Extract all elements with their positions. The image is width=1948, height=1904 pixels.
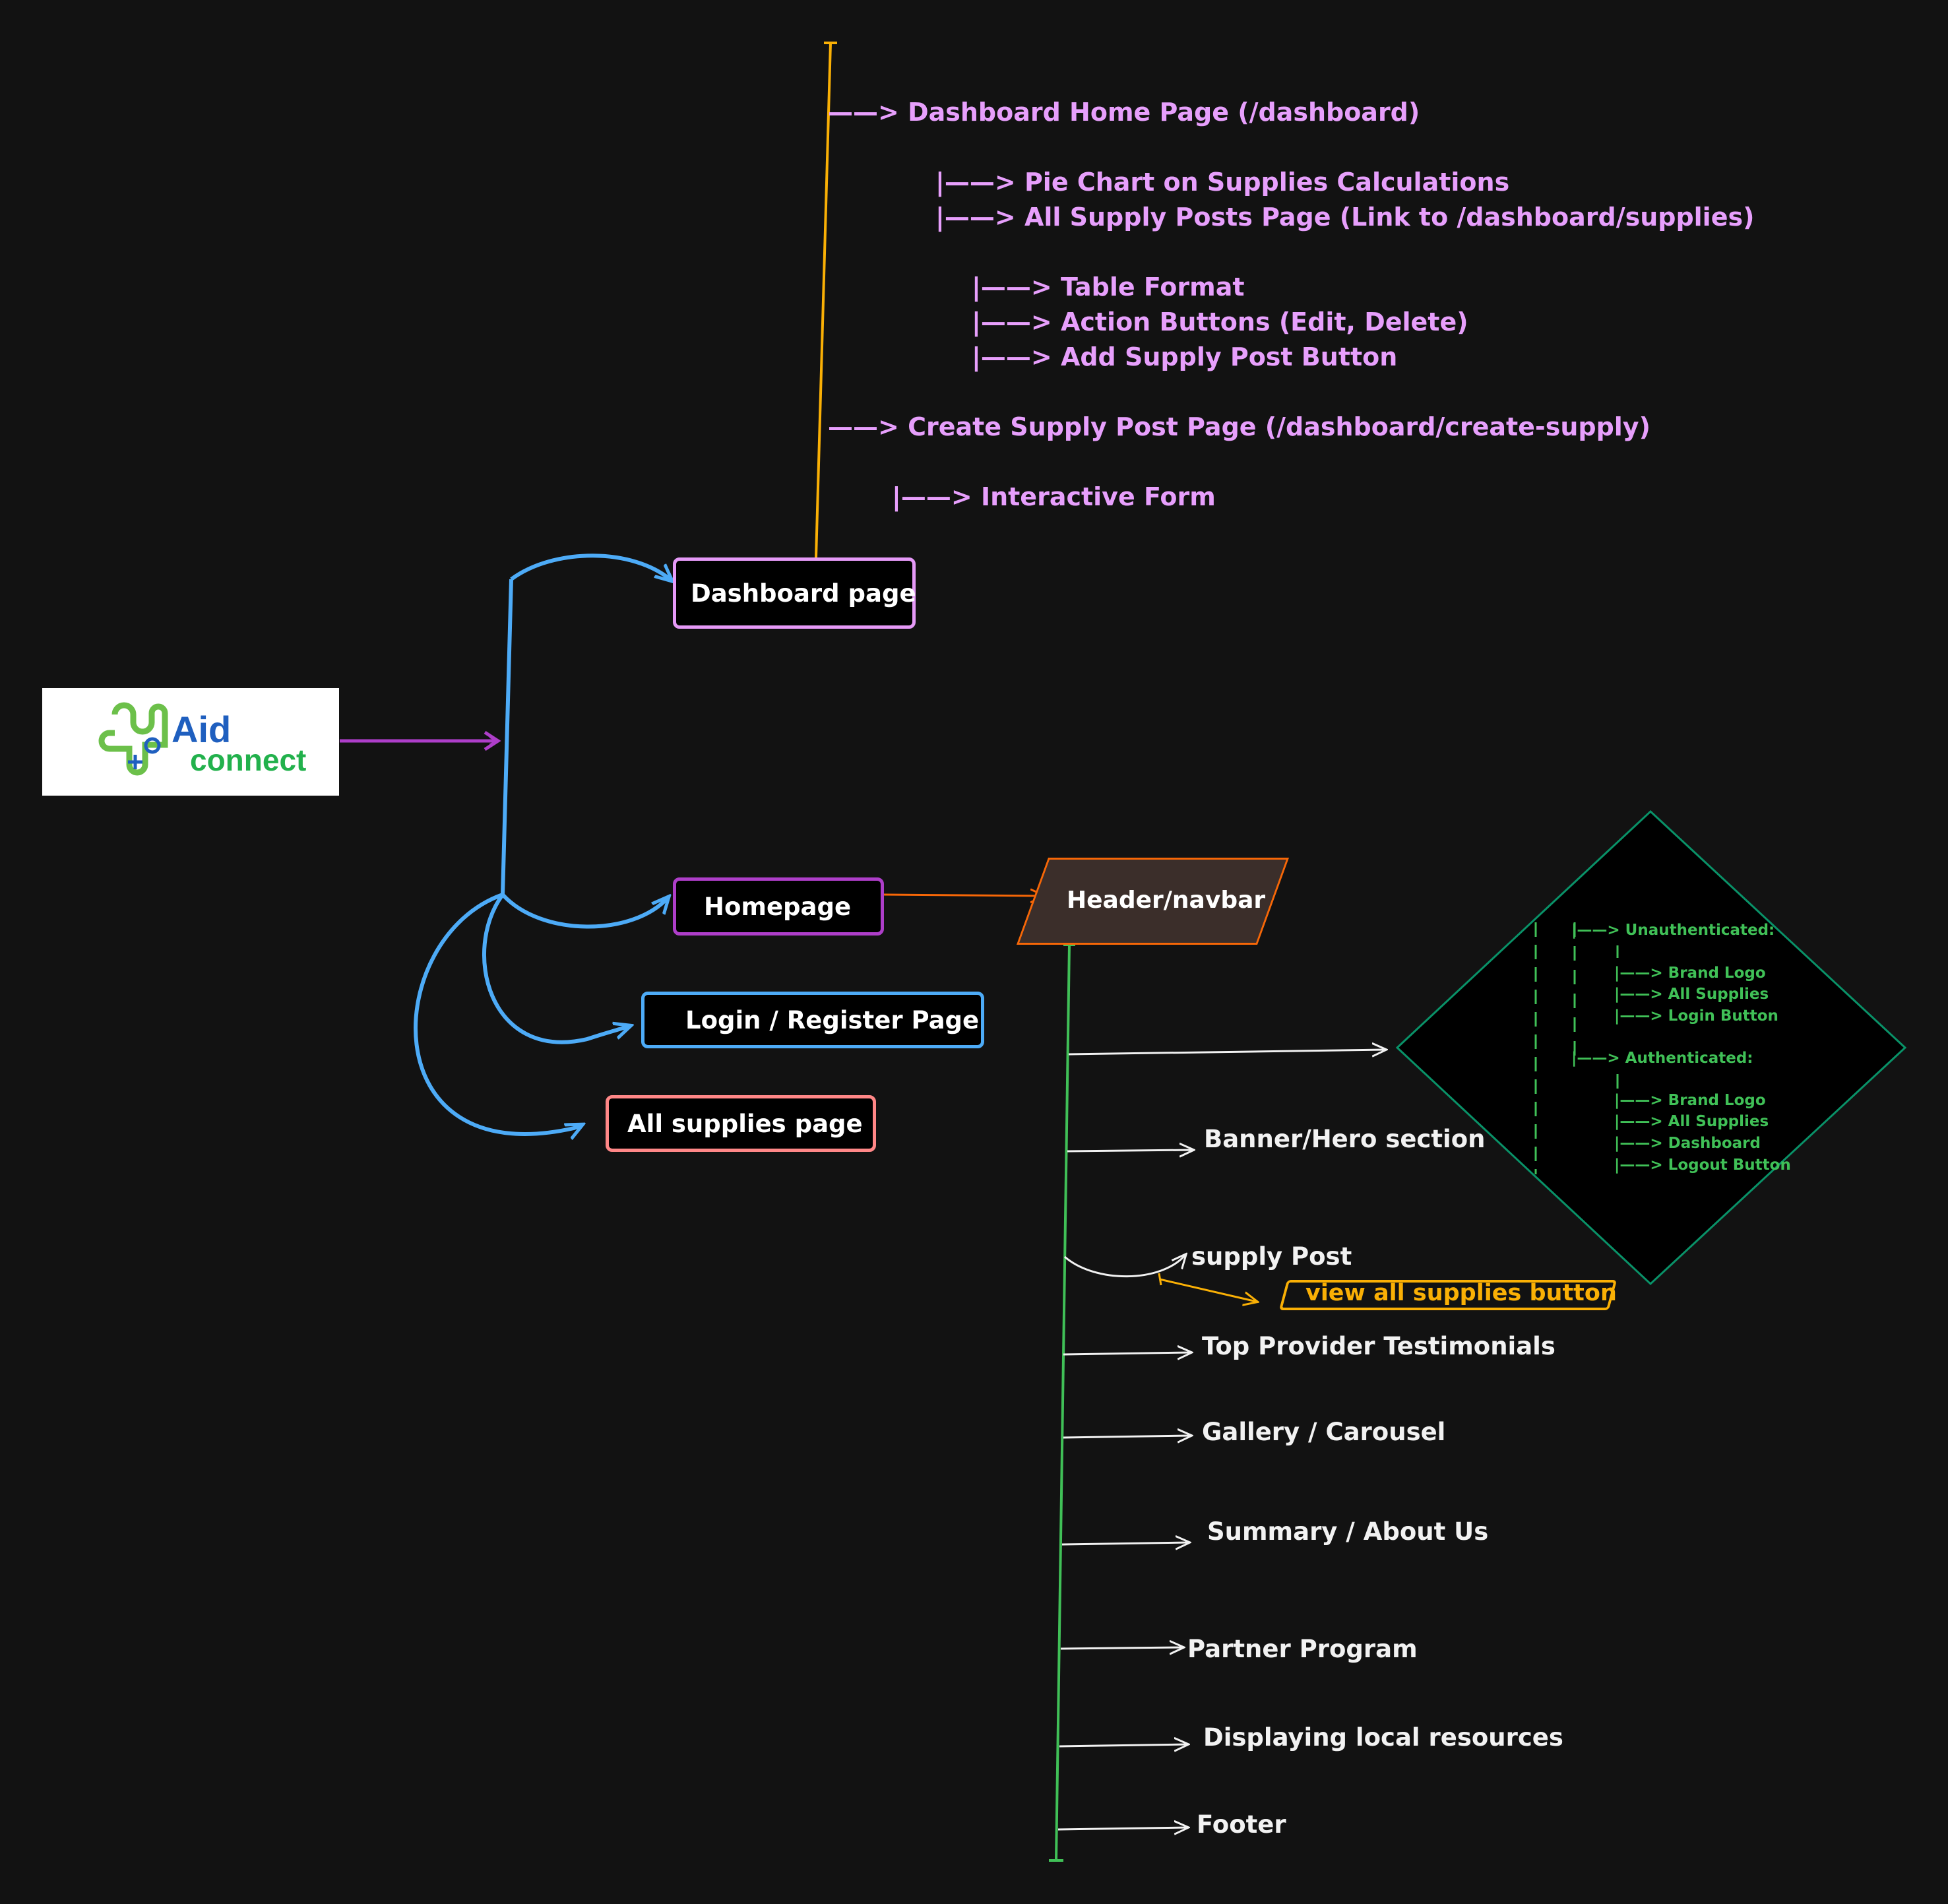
homepage-section-label: Banner/Hero section [1204, 1125, 1486, 1153]
arrow-to-view-all-button [1159, 1278, 1257, 1302]
dashboard-tree-item: |——> Interactive Form [892, 482, 1216, 511]
navbar-tree-item: |——> Dashboard [1614, 1135, 1761, 1152]
homepage-section-label: supply Post [1191, 1242, 1352, 1271]
navbar-tree-diamond [1395, 809, 1907, 1286]
dashboard-tree-item: |——> All Supply Posts Page (Link to /das… [935, 203, 1755, 232]
arrow-to-section-5 [1061, 1542, 1189, 1544]
all-supplies-node: All supplies page [606, 1095, 876, 1152]
arrow-to-section-4 [1063, 1436, 1191, 1438]
login-register-node: Login / Register Page [641, 992, 984, 1048]
dashboard-tree-item: |——> Action Buttons (Edit, Delete) [972, 307, 1468, 336]
arrow-to-dashboard [510, 554, 672, 581]
homepage-section-label: Summary / About Us [1207, 1517, 1489, 1546]
header-navbar-node: Header/navbar [1016, 858, 1290, 945]
homepage-to-header-arrow [883, 895, 1044, 896]
homepage-section-label: Footer [1197, 1810, 1286, 1839]
navbar-tree-item: |——> Login Button [1614, 1007, 1778, 1025]
dashboard-page-node: Dashboard page [673, 557, 916, 629]
view-all-supplies-label: view all supplies button [1305, 1280, 1617, 1306]
arrow-to-section-6 [1060, 1647, 1183, 1649]
homepage-spine [1055, 944, 1071, 1861]
navbar-tree-item: |——> Brand Logo [1614, 1092, 1766, 1109]
dashboard-tree-item: |——> Table Format [972, 272, 1245, 301]
navbar-tree-unauth-label: |——> Unauthenticated: [1571, 922, 1775, 939]
homepage-node: Homepage [673, 877, 884, 936]
homepage-section-label: Partner Program [1187, 1635, 1418, 1663]
logo-text-aid: Aid [172, 709, 232, 750]
navbar-tree-item: |——> All Supplies [1614, 986, 1769, 1003]
dashboard-tree-item: |——> Add Supply Post Button [972, 342, 1398, 371]
arrow-to-homepage [501, 893, 668, 929]
dashboard-tree-item: ——> Dashboard Home Page (/dashboard) [828, 98, 1420, 127]
dashboard-tree-item: ——> Create Supply Post Page (/dashboard/… [828, 412, 1650, 441]
view-all-arrow-cap [1158, 1273, 1162, 1286]
dashboard-spine [815, 42, 832, 558]
login-register-label: Login / Register Page [685, 1005, 980, 1034]
homepage-label: Homepage [704, 892, 852, 921]
arrow-to-section-2 [1064, 1255, 1185, 1278]
navbar-tree-item: |——> All Supplies [1614, 1113, 1769, 1130]
stethoscope-cross-icon [98, 702, 168, 776]
dashboard-tree-item: |——> Pie Chart on Supplies Calculations [935, 168, 1510, 197]
arrow-to-all-supplies [414, 893, 582, 1134]
arrow-to-navbar-tree [1068, 1050, 1385, 1054]
navbar-tree-auth-label: |——> Authenticated: [1571, 1050, 1753, 1067]
homepage-section-label: Displaying local resources [1203, 1723, 1563, 1752]
view-all-supplies-node: view all supplies button [1278, 1280, 1618, 1310]
aid-connect-logo: Aid connect [42, 688, 339, 796]
arrow-to-section-1 [1067, 1150, 1193, 1151]
arrow-to-section-8 [1057, 1827, 1187, 1829]
dashboard-page-label: Dashboard page [691, 579, 916, 608]
blue-spine [501, 579, 513, 895]
arrow-to-section-3 [1063, 1352, 1191, 1354]
logo-text-connect: connect [190, 743, 307, 777]
navbar-tree-item: |——> Logout Button [1614, 1157, 1791, 1174]
homepage-section-label: Top Provider Testimonials [1202, 1332, 1555, 1360]
header-navbar-label: Header/navbar [1067, 887, 1266, 914]
navbar-tree-item: |——> Brand Logo [1614, 965, 1766, 982]
homepage-section-label: Gallery / Carousel [1202, 1418, 1446, 1446]
arrow-to-login [482, 893, 630, 1044]
logo-arrow-head [484, 730, 501, 751]
all-supplies-label: All supplies page [627, 1109, 863, 1138]
arrow-to-section-7 [1059, 1744, 1187, 1746]
